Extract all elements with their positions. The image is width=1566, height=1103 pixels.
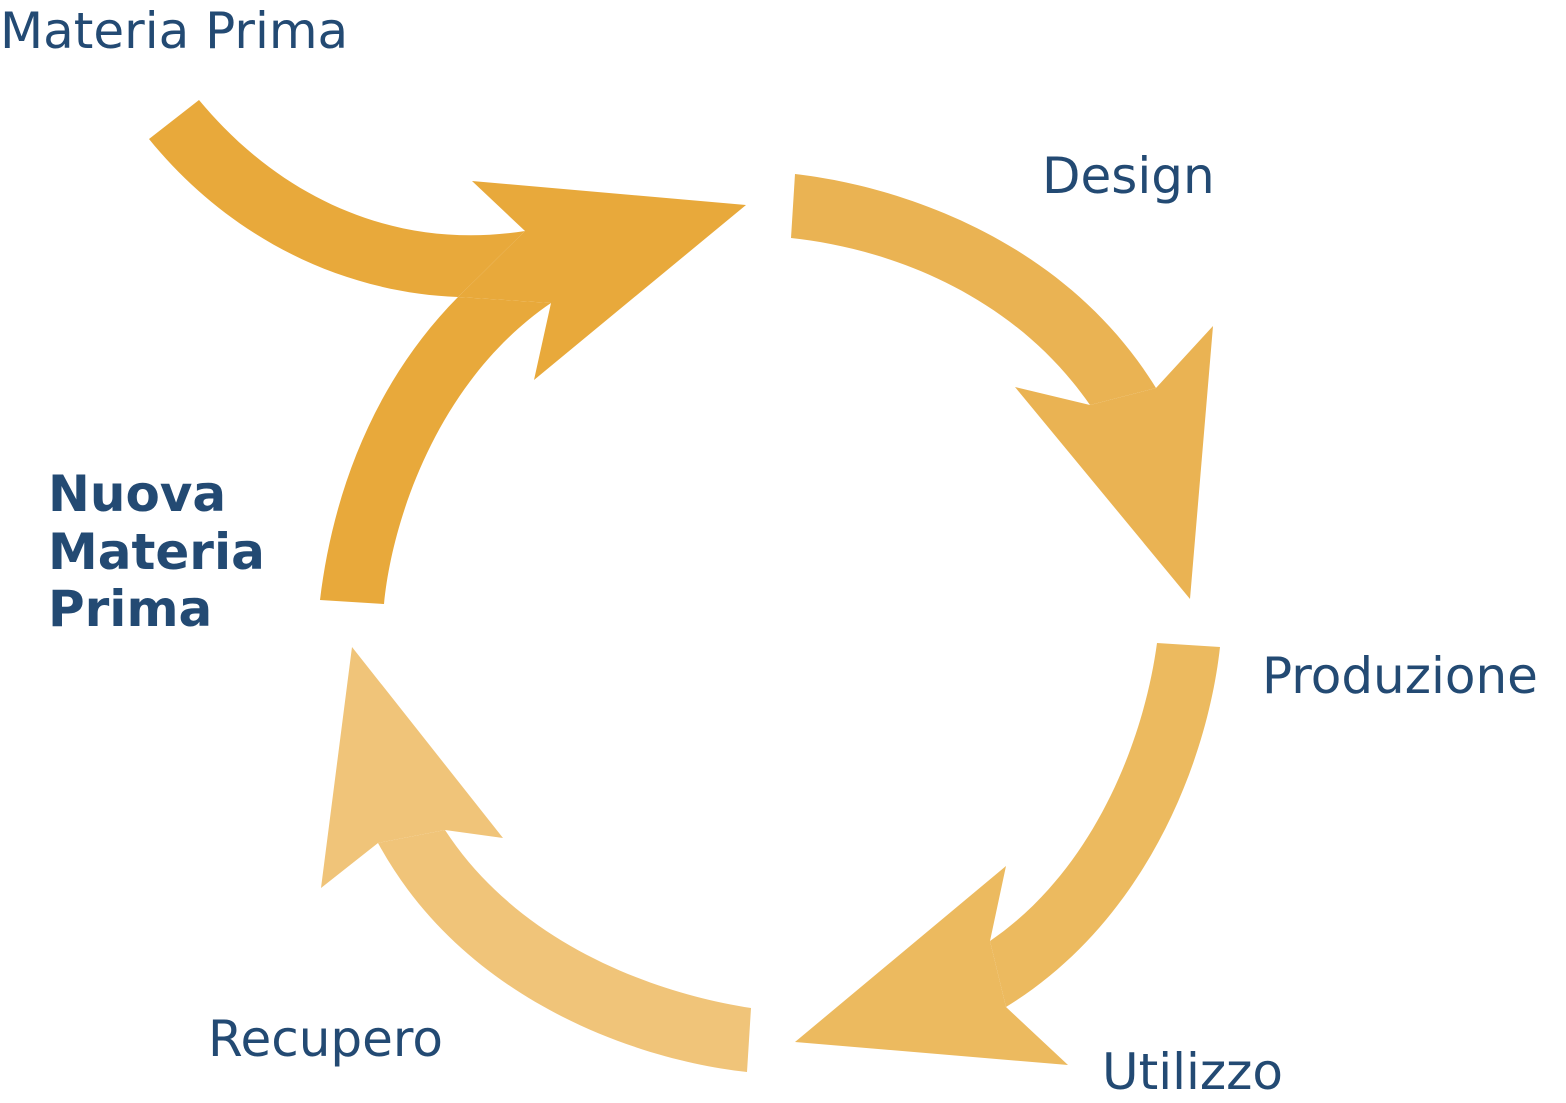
label-new-raw-material-line-2: Materia [48,523,265,581]
label-new-raw-material-line-1: Nuova [48,465,226,523]
arrow-recovery-head [321,647,503,888]
arrow-regeneration-body [320,297,551,604]
arrow-raw-material-inflow [149,100,525,297]
label-raw-material: Materia Prima [0,2,348,60]
arrow-input-and-regeneration [149,100,746,604]
arrow-design-head [1015,326,1213,599]
arrow-design-body [791,174,1156,405]
arrow-recovery-body [378,830,751,1072]
arrow-regeneration-head [458,181,746,380]
arrow-design-to-production [791,174,1213,599]
arrow-production-head [795,866,1068,1065]
arrow-production-body [990,643,1220,1007]
label-production: Produzione [1262,647,1538,705]
arrow-recovery-to-new-raw-material [321,647,751,1072]
arrow-production-to-use [795,643,1220,1065]
label-new-raw-material-line-3: Prima [48,580,212,638]
label-design: Design [1042,147,1215,205]
label-use: Utilizzo [1102,1043,1283,1101]
label-new-raw-material: Nuova Materia Prima [48,465,282,638]
label-recovery: Recupero [208,1010,443,1068]
